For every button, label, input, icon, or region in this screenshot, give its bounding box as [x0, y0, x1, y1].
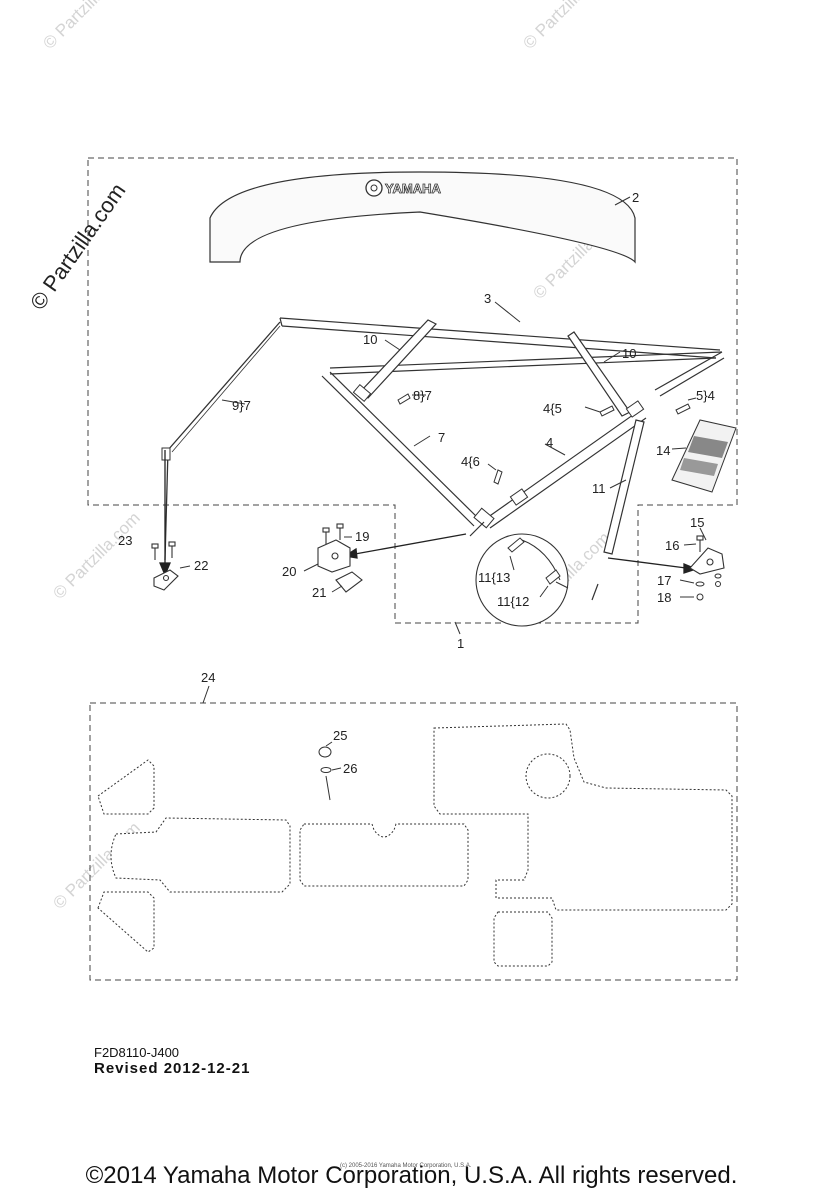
leader-14 — [671, 447, 687, 450]
mat-pieces — [97, 723, 733, 967]
callout-26: 26 — [343, 761, 357, 776]
callout-18: 18 — [657, 590, 671, 605]
mat-right-small — [493, 911, 553, 967]
revised-date: Revised 2012-12-21 — [94, 1060, 251, 1077]
callout-5-4: 5}4 — [696, 388, 715, 403]
callout-10-right: 10 — [622, 346, 636, 361]
callout-22: 22 — [194, 558, 208, 573]
part-20-mount-bracket — [317, 539, 351, 573]
callout-10-left: 10 — [363, 332, 377, 347]
diagram-code: F2D8110-J400 — [94, 1045, 180, 1060]
callout-4: 4 — [546, 435, 553, 450]
small-note: (c) 2005-2016 Yamaha Motor Corporation, … — [340, 1163, 472, 1169]
callout-25: 25 — [333, 728, 347, 743]
mat-left-lower — [97, 891, 155, 953]
bolts-upper — [397, 393, 691, 485]
leader-21 — [331, 585, 343, 593]
callout-19: 19 — [355, 529, 369, 544]
part-14-decal — [671, 419, 737, 493]
callout-7: 7 — [438, 430, 445, 445]
mat-center — [299, 823, 469, 887]
callout-labels: 1 2 3 10 10 9}7 8}7 4{5 5}4 7 4 4{6 14 1… — [118, 190, 715, 776]
callout-2: 2 — [632, 190, 639, 205]
callout-11: 11 — [592, 481, 606, 496]
part-22-mount-bracket — [153, 569, 179, 591]
leader-3 — [494, 301, 521, 323]
callout-21: 21 — [312, 585, 326, 600]
assembly-1-boundary — [87, 157, 738, 624]
callout-16: 16 — [665, 538, 679, 553]
callout-20: 20 — [282, 564, 296, 579]
leader-13 — [509, 555, 515, 571]
part-23-screws — [151, 541, 176, 560]
part-21-cap — [335, 571, 363, 593]
part-10-strut-right — [567, 331, 631, 417]
leader-24 — [202, 685, 210, 704]
part-4-frame-tube — [483, 409, 647, 529]
leader-12 — [539, 585, 549, 598]
callout-15: 15 — [690, 515, 704, 530]
leader-1 — [454, 621, 461, 635]
part-17-18-washer-nut — [695, 573, 722, 601]
callout-9-7: 9}7 — [232, 398, 251, 413]
callout-14: 14 — [656, 443, 670, 458]
leader-10-right — [603, 351, 621, 363]
mat-left-middle — [110, 817, 291, 893]
watermark-text: © Partzilla.com — [39, 0, 133, 53]
yamaha-logo-text: YAMAHA — [385, 181, 441, 196]
callout-24: 24 — [201, 670, 215, 685]
part-7-frame-tube — [321, 371, 481, 527]
leader-17 — [679, 579, 695, 584]
leader-15 — [699, 527, 707, 541]
watermark-text: © Partzilla.com — [49, 508, 143, 602]
watermark-text: © Partzilla.com — [519, 0, 613, 53]
callout-17: 17 — [657, 573, 671, 588]
part-9-strap — [164, 321, 281, 561]
yamaha-logo: YAMAHA — [365, 179, 442, 197]
mat-left-upper — [97, 759, 155, 815]
callout-4-6: 4{6 — [461, 454, 480, 469]
detail-circle-12-13 — [475, 533, 569, 627]
part-16-screw — [696, 535, 704, 552]
leader-16 — [683, 543, 697, 546]
callout-4-5: 4{5 — [543, 401, 562, 416]
leader-25 — [325, 741, 333, 747]
leader-26 — [331, 767, 342, 771]
callout-1: 1 — [457, 636, 464, 651]
mat-right-main — [433, 723, 733, 911]
leader-20 — [303, 563, 319, 572]
leader-10-left — [384, 339, 401, 351]
leader-22 — [179, 565, 191, 569]
mat-set-24-boundary — [89, 702, 738, 981]
part-2-canvas-top: YAMAHA — [209, 171, 636, 264]
part-15-mount-bracket — [689, 547, 725, 575]
leader-4 — [544, 443, 566, 456]
part-19-screws — [322, 523, 344, 544]
part-3-top-frame — [279, 317, 725, 397]
callout-11-12: 11{12 — [497, 594, 529, 609]
callout-8-7: 8}7 — [413, 388, 432, 403]
part-11-support-pole — [603, 419, 645, 555]
mat-right-hole — [525, 753, 571, 799]
part-25-fastener — [318, 746, 332, 801]
callout-23: 23 — [118, 533, 132, 548]
leader-7 — [413, 435, 431, 447]
callout-3: 3 — [484, 291, 491, 306]
leader-9 — [221, 399, 246, 405]
copyright-footer: ©2014 Yamaha Motor Corporation, U.S.A. A… — [85, 1162, 738, 1189]
leader-11 — [609, 479, 627, 489]
callout-11-13: 11{13 — [478, 570, 510, 585]
leader-2 — [614, 196, 631, 206]
